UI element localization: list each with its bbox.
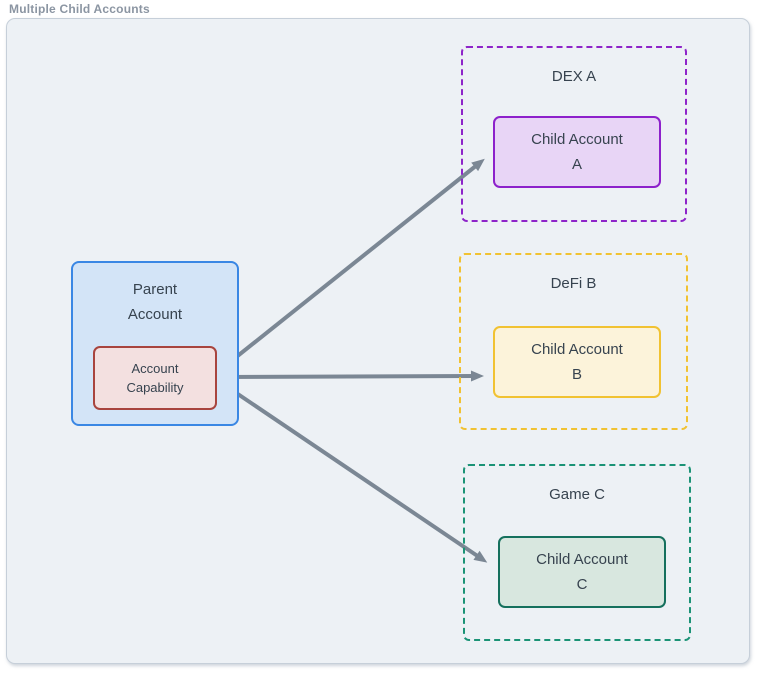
arrow-capability-to-child-c <box>218 380 488 563</box>
parent-account-label: Parent Account <box>127 281 183 323</box>
arrow-capability-to-child-b <box>220 370 484 382</box>
zone-dex-a: DEX A Child Account A <box>461 46 687 222</box>
child-account-a-label: Child Account A <box>531 131 623 173</box>
account-capability-node: Account Capability <box>93 346 217 410</box>
parent-account-node: Parent Account Account Capability <box>71 261 239 426</box>
zone-game-c-label: Game C <box>549 486 605 503</box>
zone-dex-a-label: DEX A <box>551 68 597 85</box>
child-account-c-label: Child Account C <box>536 551 628 593</box>
child-account-a-node: Child Account A <box>493 116 661 188</box>
diagram-canvas: Parent Account Account Capability DEX A … <box>6 18 750 664</box>
child-account-c-node: Child Account C <box>498 536 666 608</box>
child-account-b-node: Child Account B <box>493 326 661 398</box>
account-capability-label: Account Capability <box>126 361 184 395</box>
diagram-title: Multiple Child Accounts <box>9 2 150 16</box>
arrow-capability-to-child-a <box>218 158 485 372</box>
zone-defi-b: DeFi B Child Account B <box>459 253 688 430</box>
child-account-b-label: Child Account B <box>531 341 623 383</box>
zone-game-c: Game C Child Account C <box>463 464 691 641</box>
zone-defi-b-label: DeFi B <box>550 275 597 292</box>
